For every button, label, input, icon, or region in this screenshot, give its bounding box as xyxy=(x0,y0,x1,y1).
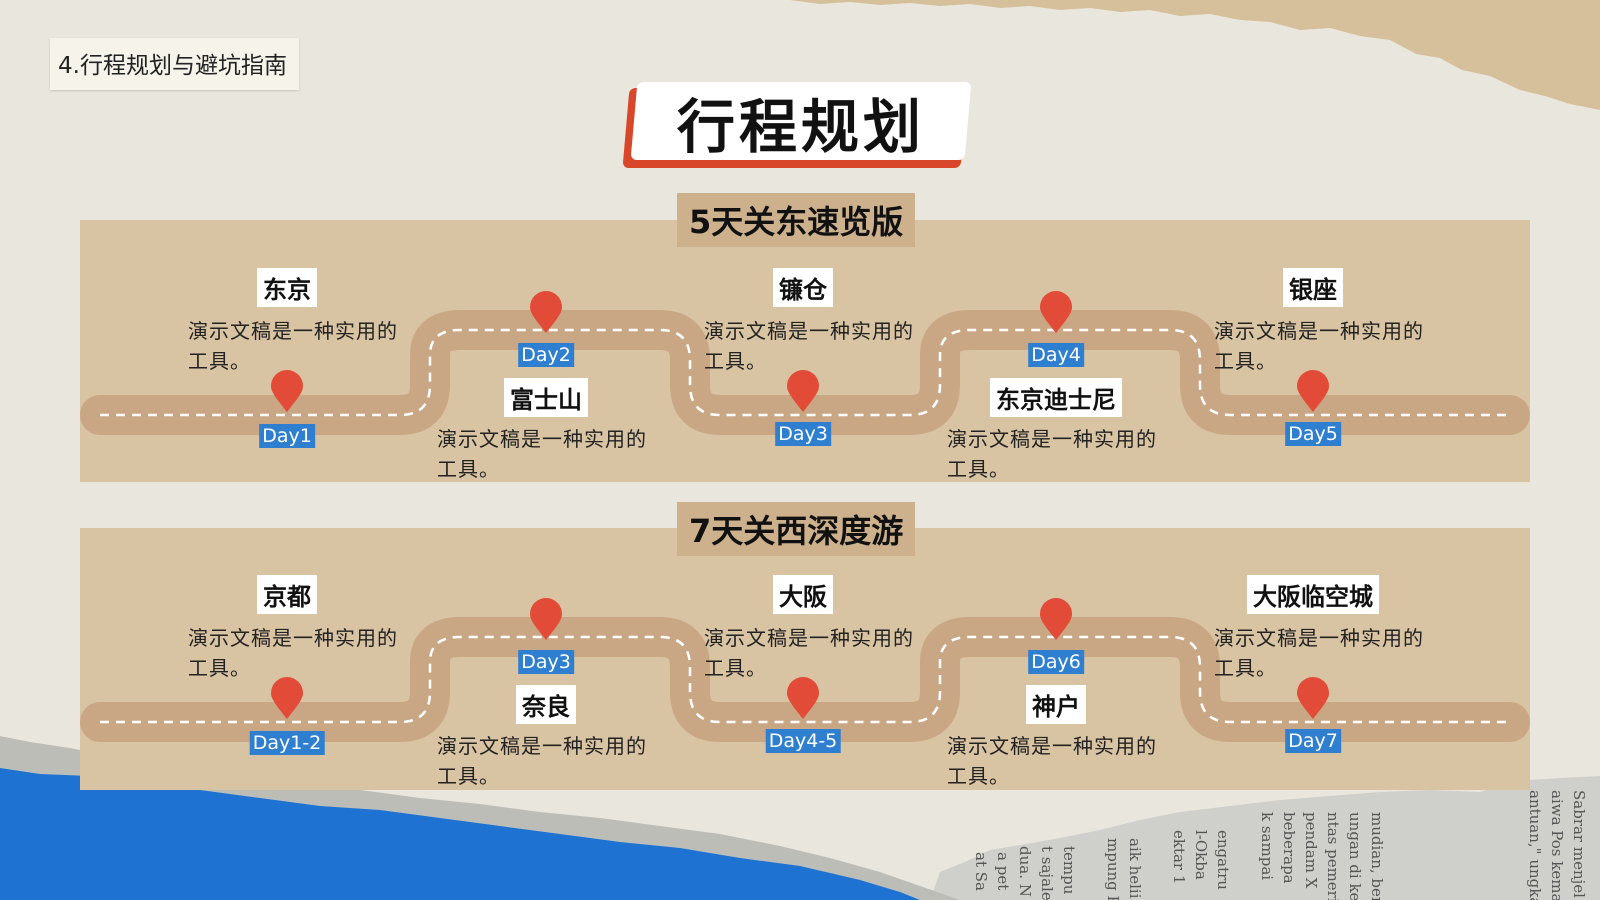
newspaper-text: l-Okba xyxy=(1192,830,1210,880)
city-label: 东京 xyxy=(257,268,317,307)
stop-description: 演示文稿是一种实用的工具。 xyxy=(188,626,398,680)
newspaper-text: at Sa xyxy=(972,852,990,891)
day-badge: Day3 xyxy=(775,422,831,446)
newspaper-text: mudian, berja xyxy=(1368,812,1386,900)
newspaper-text: ntas pemerin xyxy=(1324,812,1342,900)
newspaper-text: a pet xyxy=(994,852,1012,890)
newspaper-text: k sampai xyxy=(1258,812,1276,880)
stop-description: 演示文稿是一种实用的工具。 xyxy=(1214,626,1424,680)
stop-description: 演示文稿是一种实用的工具。 xyxy=(437,427,647,481)
city-label: 东京迪士尼 xyxy=(990,378,1122,417)
day-badge: Day5 xyxy=(1285,422,1341,446)
stop-description: 演示文稿是一种实用的工具。 xyxy=(704,319,914,373)
page-title-text: 行程规划 xyxy=(676,93,925,161)
stop-description: 演示文稿是一种实用的工具。 xyxy=(704,626,914,680)
torn-paper-blue xyxy=(0,768,920,900)
city-label: 富士山 xyxy=(504,378,588,417)
stop-description: 演示文稿是一种实用的工具。 xyxy=(947,734,1157,788)
newspaper-text: dua. N xyxy=(1016,846,1034,897)
city-label: 镰仓 xyxy=(773,268,833,307)
city-label: 奈良 xyxy=(516,685,576,724)
city-label: 大阪临空城 xyxy=(1247,575,1379,614)
newspaper-text: aik helii xyxy=(1126,838,1144,899)
torn-paper-top-right xyxy=(790,0,1600,110)
newspaper-text: ektar 1 xyxy=(1170,830,1188,884)
day-badge: Day1-2 xyxy=(249,731,325,755)
day-badge: Day1 xyxy=(259,424,315,448)
day-badge: Day2 xyxy=(518,343,574,367)
stop-description: 演示文稿是一种实用的工具。 xyxy=(1214,319,1424,373)
route-title-2: 7天关西深度游 xyxy=(677,502,916,556)
city-label: 神户 xyxy=(1026,685,1086,724)
newspaper-text: Sabrar menjel xyxy=(1570,790,1588,898)
newspaper-fragment xyxy=(930,776,1600,900)
day-badge: Day3 xyxy=(518,650,574,674)
newspaper-text: t sajale xyxy=(1038,846,1056,900)
day-badge: Day7 xyxy=(1285,729,1341,753)
day-badge: Day4-5 xyxy=(765,729,841,753)
city-label: 银座 xyxy=(1283,268,1343,307)
stop-description: 演示文稿是一种实用的工具。 xyxy=(947,427,1157,481)
newspaper-text: mpung P xyxy=(1104,838,1122,900)
route-title-1: 5天关东速览版 xyxy=(677,193,916,247)
newspaper-text: pendam X xyxy=(1302,812,1320,889)
newspaper-text: tempu xyxy=(1060,846,1078,895)
newspaper-text: ungan di keti xyxy=(1346,812,1364,900)
page-title: 行程规划 xyxy=(622,82,972,170)
section-tag: 4.行程规划与避坑指南 xyxy=(50,38,299,90)
city-label: 京都 xyxy=(257,575,317,614)
newspaper-text: beberapa xyxy=(1280,812,1298,884)
day-badge: Day6 xyxy=(1028,650,1084,674)
city-label: 大阪 xyxy=(773,575,833,614)
stop-description: 演示文稿是一种实用的工具。 xyxy=(437,734,647,788)
newspaper-text: engatru xyxy=(1214,830,1232,890)
stop-description: 演示文稿是一种实用的工具。 xyxy=(188,319,398,373)
newspaper-text: aiwa Pos kema xyxy=(1548,790,1566,900)
newspaper-text: antuan," ungka xyxy=(1526,790,1544,900)
day-badge: Day4 xyxy=(1028,343,1084,367)
